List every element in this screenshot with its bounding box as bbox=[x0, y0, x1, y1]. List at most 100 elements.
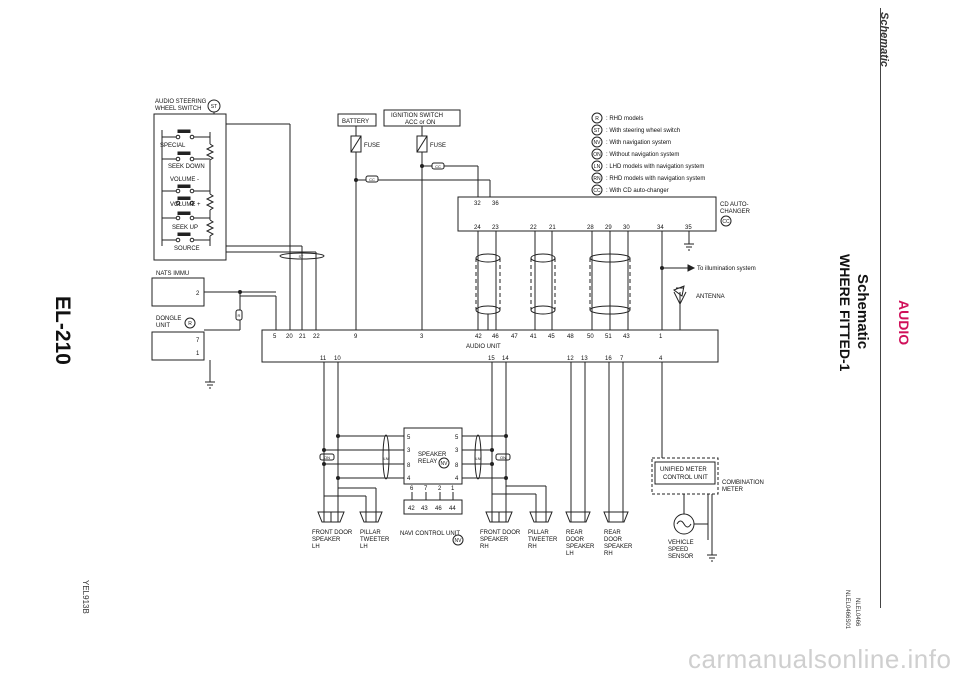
speaker-label: TWEETER bbox=[528, 537, 558, 543]
audio-pin: 21 bbox=[299, 334, 306, 340]
relay-pin: 4 bbox=[455, 476, 459, 482]
navi-pin: 42 bbox=[408, 506, 415, 512]
audio-pin: 12 bbox=[567, 356, 574, 362]
navi-control-unit: 42 43 46 44 NAVI CONTROL UNIT NV bbox=[400, 499, 464, 546]
combination-meter-label-1: COMBINATION bbox=[722, 480, 764, 486]
relay-pin: 7 bbox=[424, 486, 428, 492]
speaker-icon bbox=[565, 511, 591, 523]
wire-tag-box bbox=[365, 175, 379, 183]
speaker-icon bbox=[317, 511, 345, 523]
meter-box bbox=[651, 457, 719, 495]
legend-code: RN bbox=[593, 176, 601, 182]
speaker-label: RH bbox=[480, 544, 489, 550]
legend-text: : RHD models bbox=[606, 116, 643, 122]
legend-text: : With CD auto-changer bbox=[606, 188, 669, 194]
cd-auto-changer: 32 36 24 23 22 21 28 29 30 34 35 CD AUTO… bbox=[457, 196, 756, 330]
speaker-label: RH bbox=[528, 544, 537, 550]
watermark-url: carmanualsonline.info bbox=[688, 644, 952, 674]
dongle-box bbox=[151, 331, 205, 361]
legend-text: : RHD models with navigation system bbox=[606, 176, 705, 182]
resistor bbox=[205, 143, 215, 161]
steering-switch-button-label: VOLUME - bbox=[170, 177, 199, 183]
navi-pin: 46 bbox=[435, 506, 442, 512]
dongle-label-1: DONGLE bbox=[156, 316, 181, 322]
ground-symbol bbox=[205, 381, 215, 389]
legend-badge bbox=[591, 160, 603, 172]
speaker-label: LH bbox=[566, 551, 574, 557]
speaker: PILLAR TWEETER RH bbox=[528, 511, 558, 550]
speaker-label: REAR bbox=[566, 530, 583, 536]
speaker-label: SPEAKER bbox=[480, 537, 509, 543]
ground-symbol bbox=[684, 243, 694, 251]
legend: R : RHD models ST : With steering wheel … bbox=[591, 112, 705, 196]
speaker-relay-label-1: SPEAKER bbox=[418, 452, 447, 458]
audio-pin: 10 bbox=[334, 356, 341, 362]
steering-switch-button: VOLUME + bbox=[170, 196, 201, 208]
speed-sensor-label: SENSOR bbox=[668, 554, 694, 560]
cd-pin: 34 bbox=[657, 225, 664, 231]
audio-pin: 48 bbox=[567, 334, 574, 340]
audio-pin: 5 bbox=[273, 334, 277, 340]
cd-pin: 22 bbox=[530, 225, 537, 231]
audio-pin: 1 bbox=[659, 334, 663, 340]
speaker-relay-label-2: RELAY bbox=[418, 459, 437, 465]
relay-pin: 1 bbox=[451, 486, 455, 492]
speaker-label: PILLAR bbox=[360, 530, 381, 536]
legend-text: : Without navigation system bbox=[606, 152, 679, 158]
steering-switch-button-label: VOLUME + bbox=[170, 202, 201, 208]
navi-unit-label: NAVI CONTROL UNIT bbox=[400, 531, 460, 537]
combination-meter: UNIFIED METER CONTROL UNIT COMBINATION M… bbox=[651, 457, 764, 562]
steering-switch-title-1: AUDIO STEERING bbox=[155, 99, 207, 105]
nats-label: NATS IMMU bbox=[156, 271, 189, 277]
speaker: FRONT DOOR SPEAKER RH bbox=[480, 511, 521, 550]
audio-pin: 51 bbox=[605, 334, 612, 340]
wire-tag: LN bbox=[475, 456, 480, 461]
cd-pin: 24 bbox=[474, 225, 481, 231]
audio-pin: 41 bbox=[530, 334, 537, 340]
relay-pin: 8 bbox=[455, 463, 459, 469]
legend-code: ST bbox=[594, 128, 600, 134]
legend-badge bbox=[591, 112, 603, 124]
audio-pin: 4 bbox=[659, 356, 663, 362]
audio-pin: 20 bbox=[286, 334, 293, 340]
legend-badge bbox=[591, 136, 603, 148]
audio-pin: 13 bbox=[581, 356, 588, 362]
speaker-icon bbox=[485, 511, 513, 523]
steering-switch-badge-text: ST bbox=[211, 104, 217, 110]
illumination-label: To illumination system bbox=[697, 266, 756, 272]
nats-immu: NATS IMMU 2 R bbox=[151, 271, 276, 331]
header-divider bbox=[880, 8, 881, 608]
legend-item: CC : With CD auto-changer bbox=[591, 184, 669, 196]
dongle-badge bbox=[184, 317, 196, 329]
steering-switch-button-label: SOURCE bbox=[174, 246, 200, 252]
speaker-label: DOOR bbox=[566, 537, 585, 543]
wire-tag: CC bbox=[369, 177, 375, 182]
speaker-relay-badge bbox=[438, 457, 450, 469]
ground-symbol bbox=[707, 554, 717, 562]
combination-meter-label-2: METER bbox=[722, 487, 744, 493]
audio-pin: 47 bbox=[511, 334, 518, 340]
legend-text: : LHD models with navigation system bbox=[606, 164, 704, 170]
dongle-pin: 1 bbox=[196, 351, 200, 357]
legend-item: NV : With navigation system bbox=[591, 136, 671, 148]
audio-pin: 7 bbox=[620, 356, 624, 362]
legend-item: LN : LHD models with navigation system bbox=[591, 160, 704, 172]
meter-unit-label-1: UNIFIED METER bbox=[660, 467, 707, 473]
relay-pin: 5 bbox=[455, 435, 459, 441]
cd-pin: 28 bbox=[587, 225, 594, 231]
steering-switch-button: SEEK DOWN bbox=[162, 151, 210, 170]
legend-badge bbox=[591, 172, 603, 184]
navi-pin: 44 bbox=[449, 506, 456, 512]
speed-sensor-label: SPEED bbox=[668, 547, 689, 553]
resistor bbox=[205, 193, 215, 211]
legend-code: R bbox=[595, 116, 599, 122]
legend-item: ON : Without navigation system bbox=[591, 148, 679, 160]
speaker-wires: ON LN ON LN bbox=[319, 362, 663, 512]
wire-tag: ST bbox=[298, 254, 304, 259]
legend-code: NV bbox=[594, 140, 602, 146]
wire-tag: ON bbox=[324, 455, 330, 460]
speaker-relay-badge-text: NV bbox=[441, 461, 449, 467]
audio-pin: 11 bbox=[320, 356, 327, 362]
shielded-cables bbox=[475, 231, 631, 330]
